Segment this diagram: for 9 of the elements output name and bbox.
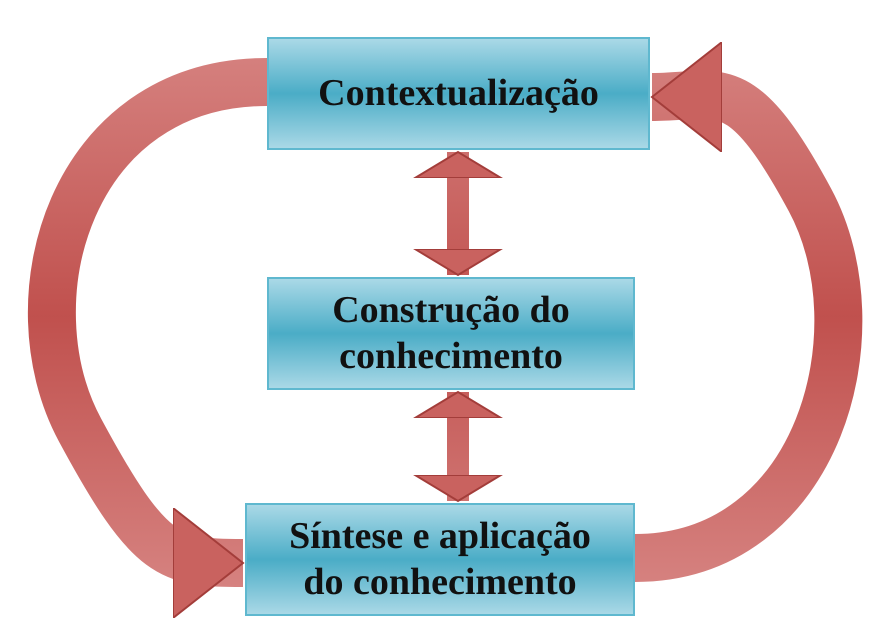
box-label: Construção do conhecimento <box>331 288 571 378</box>
box-label: Síntese e aplicação do conhecimento <box>288 514 592 604</box>
box-label: Contextualização <box>318 70 599 116</box>
process-box <box>245 503 635 616</box>
process-box <box>267 37 650 150</box>
process-box <box>267 277 635 390</box>
double-arrow <box>414 151 502 276</box>
curved-arrow <box>28 58 270 618</box>
double-arrow <box>414 391 502 502</box>
